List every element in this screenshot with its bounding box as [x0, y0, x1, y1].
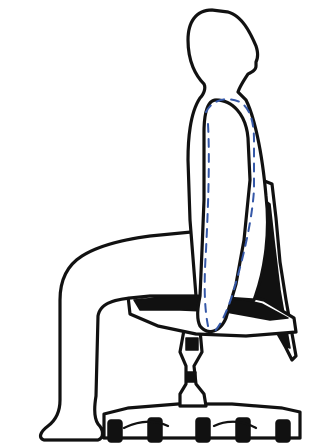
chair-column: [180, 330, 206, 406]
seated-person: [41, 10, 268, 440]
chair-base: [104, 404, 300, 442]
